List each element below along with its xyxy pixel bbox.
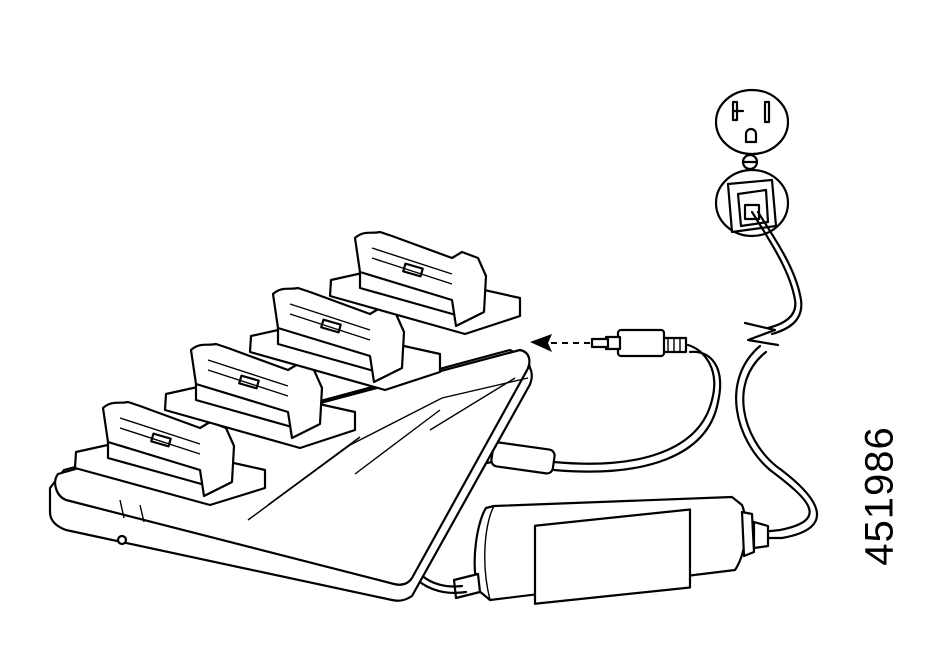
ferrite-bead xyxy=(490,441,556,475)
dashed-arrow-icon xyxy=(530,334,590,352)
power-supply-brick xyxy=(473,495,770,605)
charger-base xyxy=(48,348,533,602)
wall-outlet xyxy=(714,88,790,156)
wall-outlet-with-plug xyxy=(714,168,790,238)
ac-power-cord xyxy=(735,210,819,540)
led-indicator-icon xyxy=(116,534,128,546)
charging-bay-3 xyxy=(248,286,442,392)
lightning-break-icon xyxy=(743,321,780,347)
figure-id-label: 451986 xyxy=(857,426,902,566)
charging-bay-2 xyxy=(163,342,357,450)
charging-bay-4 xyxy=(328,230,522,336)
barrel-connector xyxy=(616,328,666,358)
outlet-screw xyxy=(741,153,759,171)
charging-bay-1 xyxy=(73,400,267,507)
